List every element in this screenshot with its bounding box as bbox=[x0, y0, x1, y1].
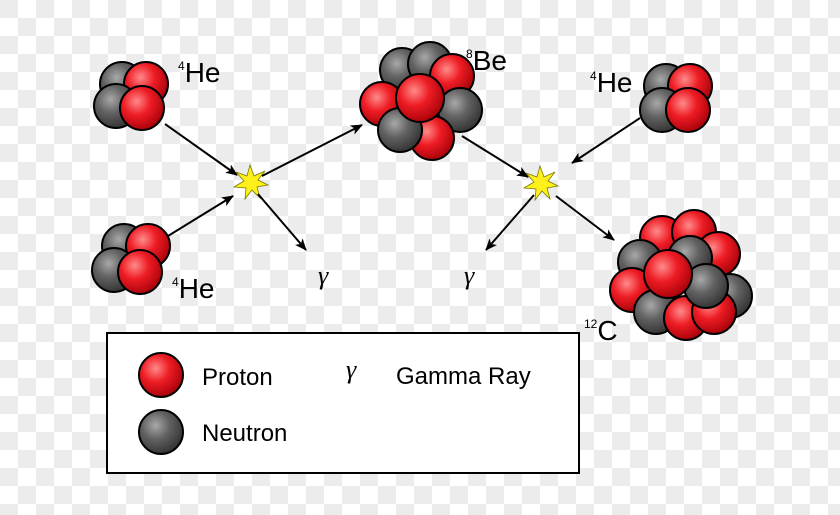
element-symbol: Be bbox=[473, 45, 507, 76]
helium-4-nucleus-top: 4He bbox=[93, 57, 220, 131]
arrow-flash-to-gamma-left bbox=[257, 193, 307, 251]
proton bbox=[665, 87, 711, 133]
element-symbol: He bbox=[179, 273, 215, 304]
legend-neutron-label: Neutron bbox=[202, 420, 287, 447]
arrow-flash-to-be8 bbox=[261, 124, 363, 177]
gamma-ray-label-right: γ bbox=[464, 261, 475, 290]
legend-proton-swatch bbox=[138, 352, 184, 398]
mass-number: 12 bbox=[584, 317, 598, 331]
mass-number: 4 bbox=[590, 69, 597, 83]
gamma-ray-label-left: γ bbox=[318, 261, 329, 290]
mass-number: 4 bbox=[172, 275, 179, 289]
legend: Proton Neutron γ Gamma Ray bbox=[106, 332, 580, 474]
helium-4-right-label: 4He bbox=[590, 67, 632, 98]
mass-number: 4 bbox=[178, 59, 185, 73]
mass-number: 8 bbox=[466, 47, 473, 61]
legend-gamma-label: Gamma Ray bbox=[396, 363, 531, 390]
proton bbox=[119, 85, 165, 131]
helium-4-nucleus-bottom: 4He bbox=[91, 223, 214, 304]
arrow-flash-to-gamma-right bbox=[485, 194, 535, 251]
legend-neutron-swatch bbox=[138, 409, 184, 455]
arrow-he4-right-to-flash bbox=[571, 117, 641, 164]
carbon-12-nucleus: 12C bbox=[584, 209, 753, 346]
legend-gamma-symbol: γ bbox=[346, 355, 357, 384]
beryllium-8-nucleus: 8Be bbox=[359, 41, 507, 161]
element-symbol: He bbox=[597, 67, 633, 98]
arrow-be8-to-flash bbox=[461, 135, 529, 178]
proton bbox=[117, 249, 163, 295]
beryllium-8-label: 8Be bbox=[466, 45, 507, 76]
legend-proton-label: Proton bbox=[202, 364, 273, 391]
element-symbol: C bbox=[597, 315, 617, 346]
legend-box bbox=[106, 332, 580, 474]
collision-flash-right bbox=[522, 164, 560, 202]
helium-4-top-label: 4He bbox=[178, 57, 220, 88]
proton bbox=[643, 249, 693, 299]
element-symbol: He bbox=[185, 57, 221, 88]
carbon-12-label: 12C bbox=[584, 315, 618, 346]
helium-4-nucleus-right: 4He bbox=[590, 63, 713, 133]
proton bbox=[395, 73, 445, 123]
arrow-he4-top-to-flash bbox=[164, 123, 238, 176]
arrow-flash-to-c12 bbox=[555, 195, 615, 241]
helium-4-bottom-label: 4He bbox=[172, 273, 214, 304]
collision-flash-left bbox=[232, 163, 270, 201]
arrow-he4-bottom-to-flash bbox=[167, 195, 234, 237]
